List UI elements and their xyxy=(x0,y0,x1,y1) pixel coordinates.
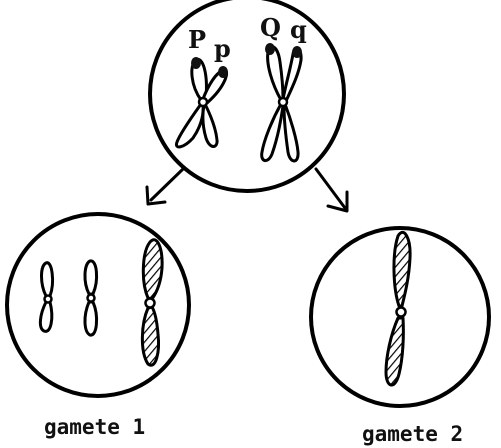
parent-cell: P p Q q xyxy=(150,0,344,191)
allele-label-p-dominant: P xyxy=(188,25,206,54)
gamete-1-label: gamete 1 xyxy=(44,415,145,439)
arrow-to-gamete-1 xyxy=(147,169,183,204)
allele-label-q-dominant: Q xyxy=(260,13,281,42)
allele-cap-p-dominant xyxy=(191,57,201,69)
allele-label-p-recessive: p xyxy=(214,34,231,63)
gamete-1-outline xyxy=(7,214,189,396)
centromere-p xyxy=(199,98,207,106)
parent-cell-outline xyxy=(150,0,344,191)
allele-cap-p-recessive xyxy=(218,66,228,78)
gamete-2-cell xyxy=(311,228,489,406)
gamete-1-cell xyxy=(7,214,189,396)
arrow-to-gamete-2 xyxy=(316,169,347,211)
gamete-2-label: gamete 2 xyxy=(362,422,463,446)
allele-label-q-recessive: q xyxy=(290,15,307,44)
gamete-1-chromosome-small-2 xyxy=(85,261,97,335)
allele-cap-q-dominant xyxy=(265,43,275,55)
allele-cap-q-recessive xyxy=(292,46,302,58)
centromere-q xyxy=(279,98,287,106)
